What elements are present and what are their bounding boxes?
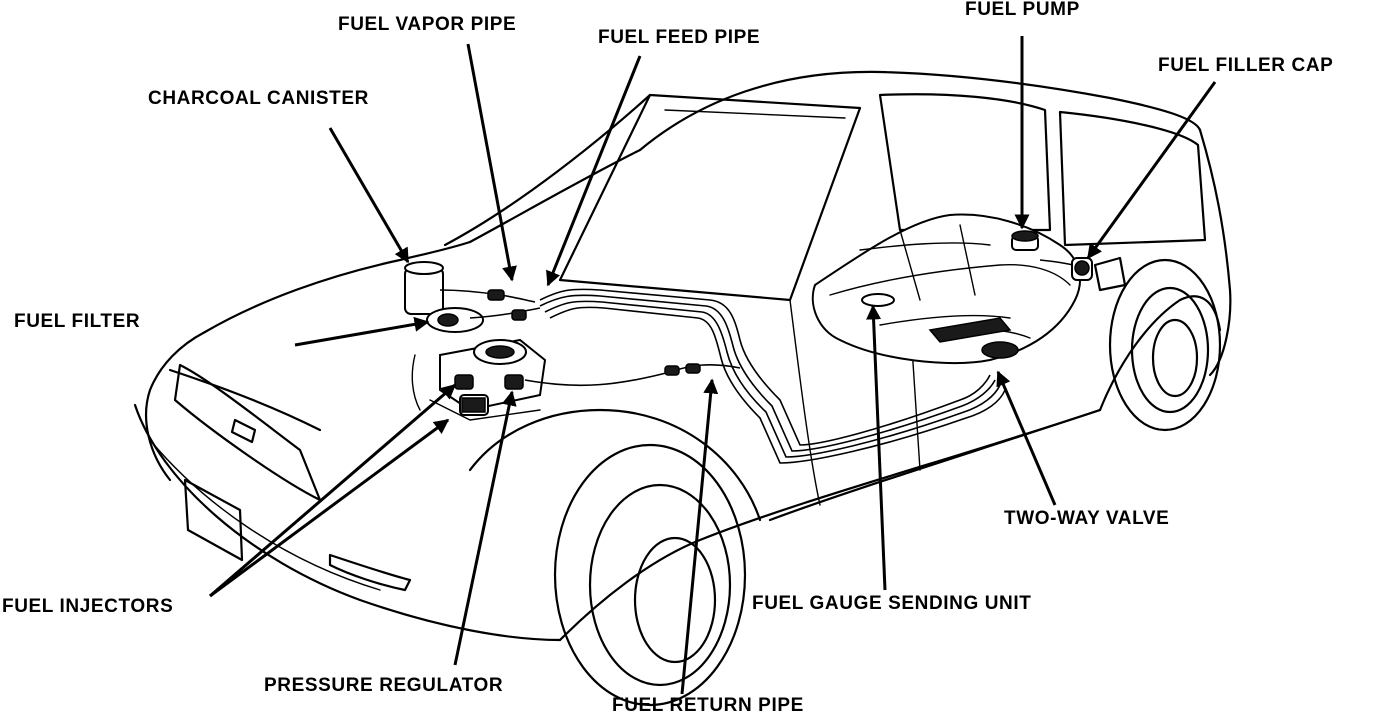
fuel-filter-part xyxy=(426,307,484,333)
label-fuel-vapor-pipe: FUEL VAPOR PIPE xyxy=(338,14,517,35)
label-fuel-return-pipe: FUEL RETURN PIPE xyxy=(612,695,804,714)
fuel-lines xyxy=(539,288,1006,464)
label-two-way-valve: TWO-WAY VALVE xyxy=(1004,508,1170,529)
throttle-body-part xyxy=(411,338,547,421)
label-fuel-injectors: FUEL INJECTORS xyxy=(2,596,174,617)
label-fuel-gauge-sending-unit: FUEL GAUGE SENDING UNIT xyxy=(752,593,1032,614)
label-fuel-filler-cap: FUEL FILLER CAP xyxy=(1158,55,1334,76)
label-charcoal-canister: CHARCOAL CANISTER xyxy=(148,88,369,109)
label-pressure-regulator: PRESSURE REGULATOR xyxy=(264,675,504,696)
rear-wheel xyxy=(1108,258,1222,432)
charcoal-canister-part xyxy=(404,261,444,315)
label-fuel-feed-pipe: FUEL FEED PIPE xyxy=(598,27,761,48)
car-body xyxy=(133,70,1232,642)
front-wheel xyxy=(553,443,747,707)
fuel-tank xyxy=(811,213,1093,365)
label-fuel-pump: FUEL PUMP xyxy=(965,0,1080,20)
leader-lines xyxy=(209,36,1217,695)
label-fuel-filter: FUEL FILTER xyxy=(14,311,141,332)
